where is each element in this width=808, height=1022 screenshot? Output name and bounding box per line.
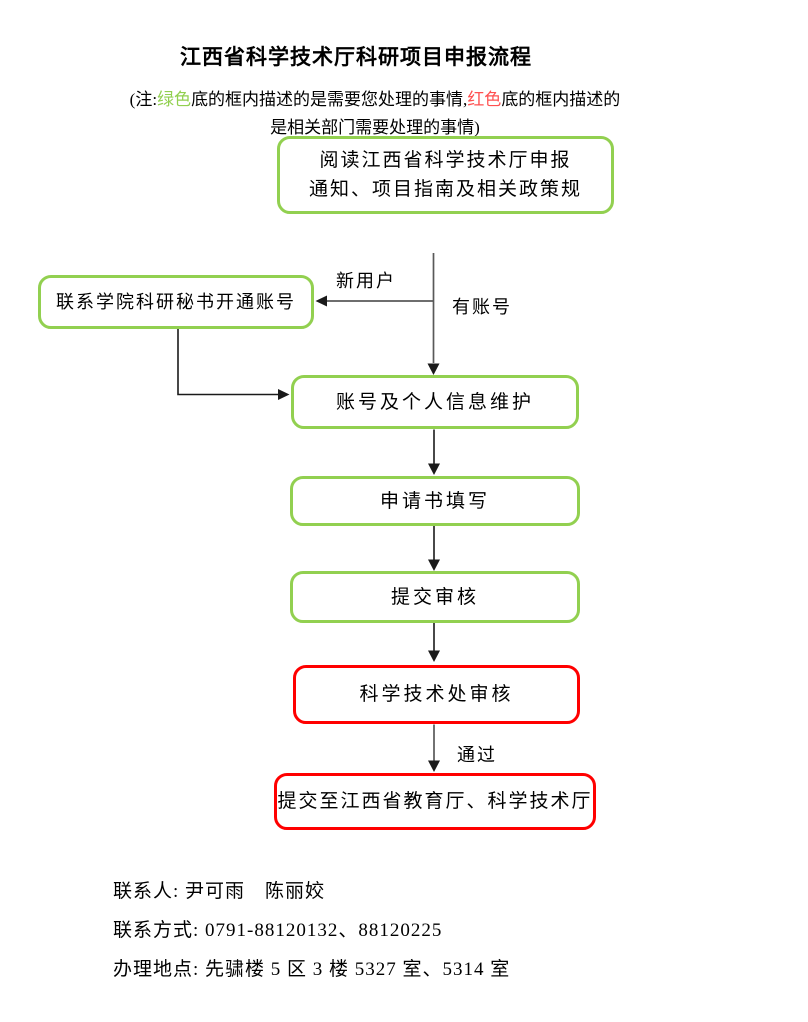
edge-label-new-user: 新用户 bbox=[336, 271, 396, 291]
flow-box-submit-review-label: 提交审核 bbox=[390, 586, 479, 608]
flow-box-form-fill: 申请书填写 bbox=[290, 476, 580, 526]
arrowhead-secretary-box bbox=[315, 295, 327, 307]
flow-box-sci-dept-review-label: 科学技术处审核 bbox=[359, 684, 514, 705]
contact-person: 联系人: 尹可雨 陈丽姣 bbox=[113, 881, 326, 902]
note-line1-end: 底的框内描述的 bbox=[501, 90, 621, 109]
note-red-word: 红色 bbox=[467, 90, 502, 109]
contact-info: 联系人: 尹可雨 陈丽姣 联系方式: 0791-88120132、8812022… bbox=[113, 881, 510, 998]
flow-box-read-notice: 阅读江西省科学技术厅申报 通知、项目指南及相关政策规 bbox=[277, 136, 614, 214]
flow-box-read-notice-line2: 通知、项目指南及相关政策规 bbox=[308, 179, 582, 200]
flow-box-account-info: 账号及个人信息维护 bbox=[291, 375, 579, 429]
flow-box-final-submit-label: 提交至江西省教育厅、科学技术厅 bbox=[277, 791, 593, 812]
arrowhead-scidept-top bbox=[428, 650, 440, 662]
contact-address: 办理地点: 先骕楼 5 区 3 楼 5327 室、5314 室 bbox=[113, 959, 511, 980]
flow-box-submit-review: 提交审核 bbox=[290, 571, 580, 623]
note-green-word: 绿色 bbox=[157, 90, 192, 109]
edge-label-pass: 通过 bbox=[457, 745, 497, 765]
flow-box-form-fill-label: 申请书填写 bbox=[379, 490, 490, 512]
legend-note: (注:绿色底的框内描述的是需要您处理的事情,红色底的框内描述的是相关部门需要处理… bbox=[95, 86, 655, 142]
arrowhead-submit-top bbox=[428, 559, 440, 571]
flow-box-final-submit: 提交至江西省教育厅、科学技术厅 bbox=[274, 773, 596, 830]
arrowhead-account-top bbox=[427, 363, 440, 375]
flow-box-sci-dept-review: 科学技术处审核 bbox=[293, 665, 580, 724]
note-middle: 底的框内描述的是需要您处理的事情, bbox=[191, 90, 468, 109]
flow-box-read-notice-line1: 阅读江西省科学技术厅申报 bbox=[319, 150, 572, 171]
page-title: 江西省科学技术厅科研项目申报流程 bbox=[180, 45, 532, 70]
contact-phone: 联系方式: 0791-88120132、88120225 bbox=[113, 920, 443, 941]
flow-box-contact-secretary-label: 联系学院科研秘书开通账号 bbox=[56, 291, 296, 312]
flow-box-account-info-label: 账号及个人信息维护 bbox=[335, 391, 534, 413]
note-prefix: (注: bbox=[129, 90, 158, 109]
arrowhead-account-left bbox=[278, 389, 290, 400]
edge-label-has-account: 有账号 bbox=[452, 297, 512, 317]
arrowhead-form-top bbox=[428, 463, 440, 475]
note-line2: 是相关部门需要处理的事情) bbox=[270, 118, 480, 137]
flow-box-contact-secretary: 联系学院科研秘书开通账号 bbox=[38, 275, 314, 329]
arrowhead-final-top bbox=[428, 760, 440, 772]
connector-secretary-to-account bbox=[177, 329, 278, 396]
